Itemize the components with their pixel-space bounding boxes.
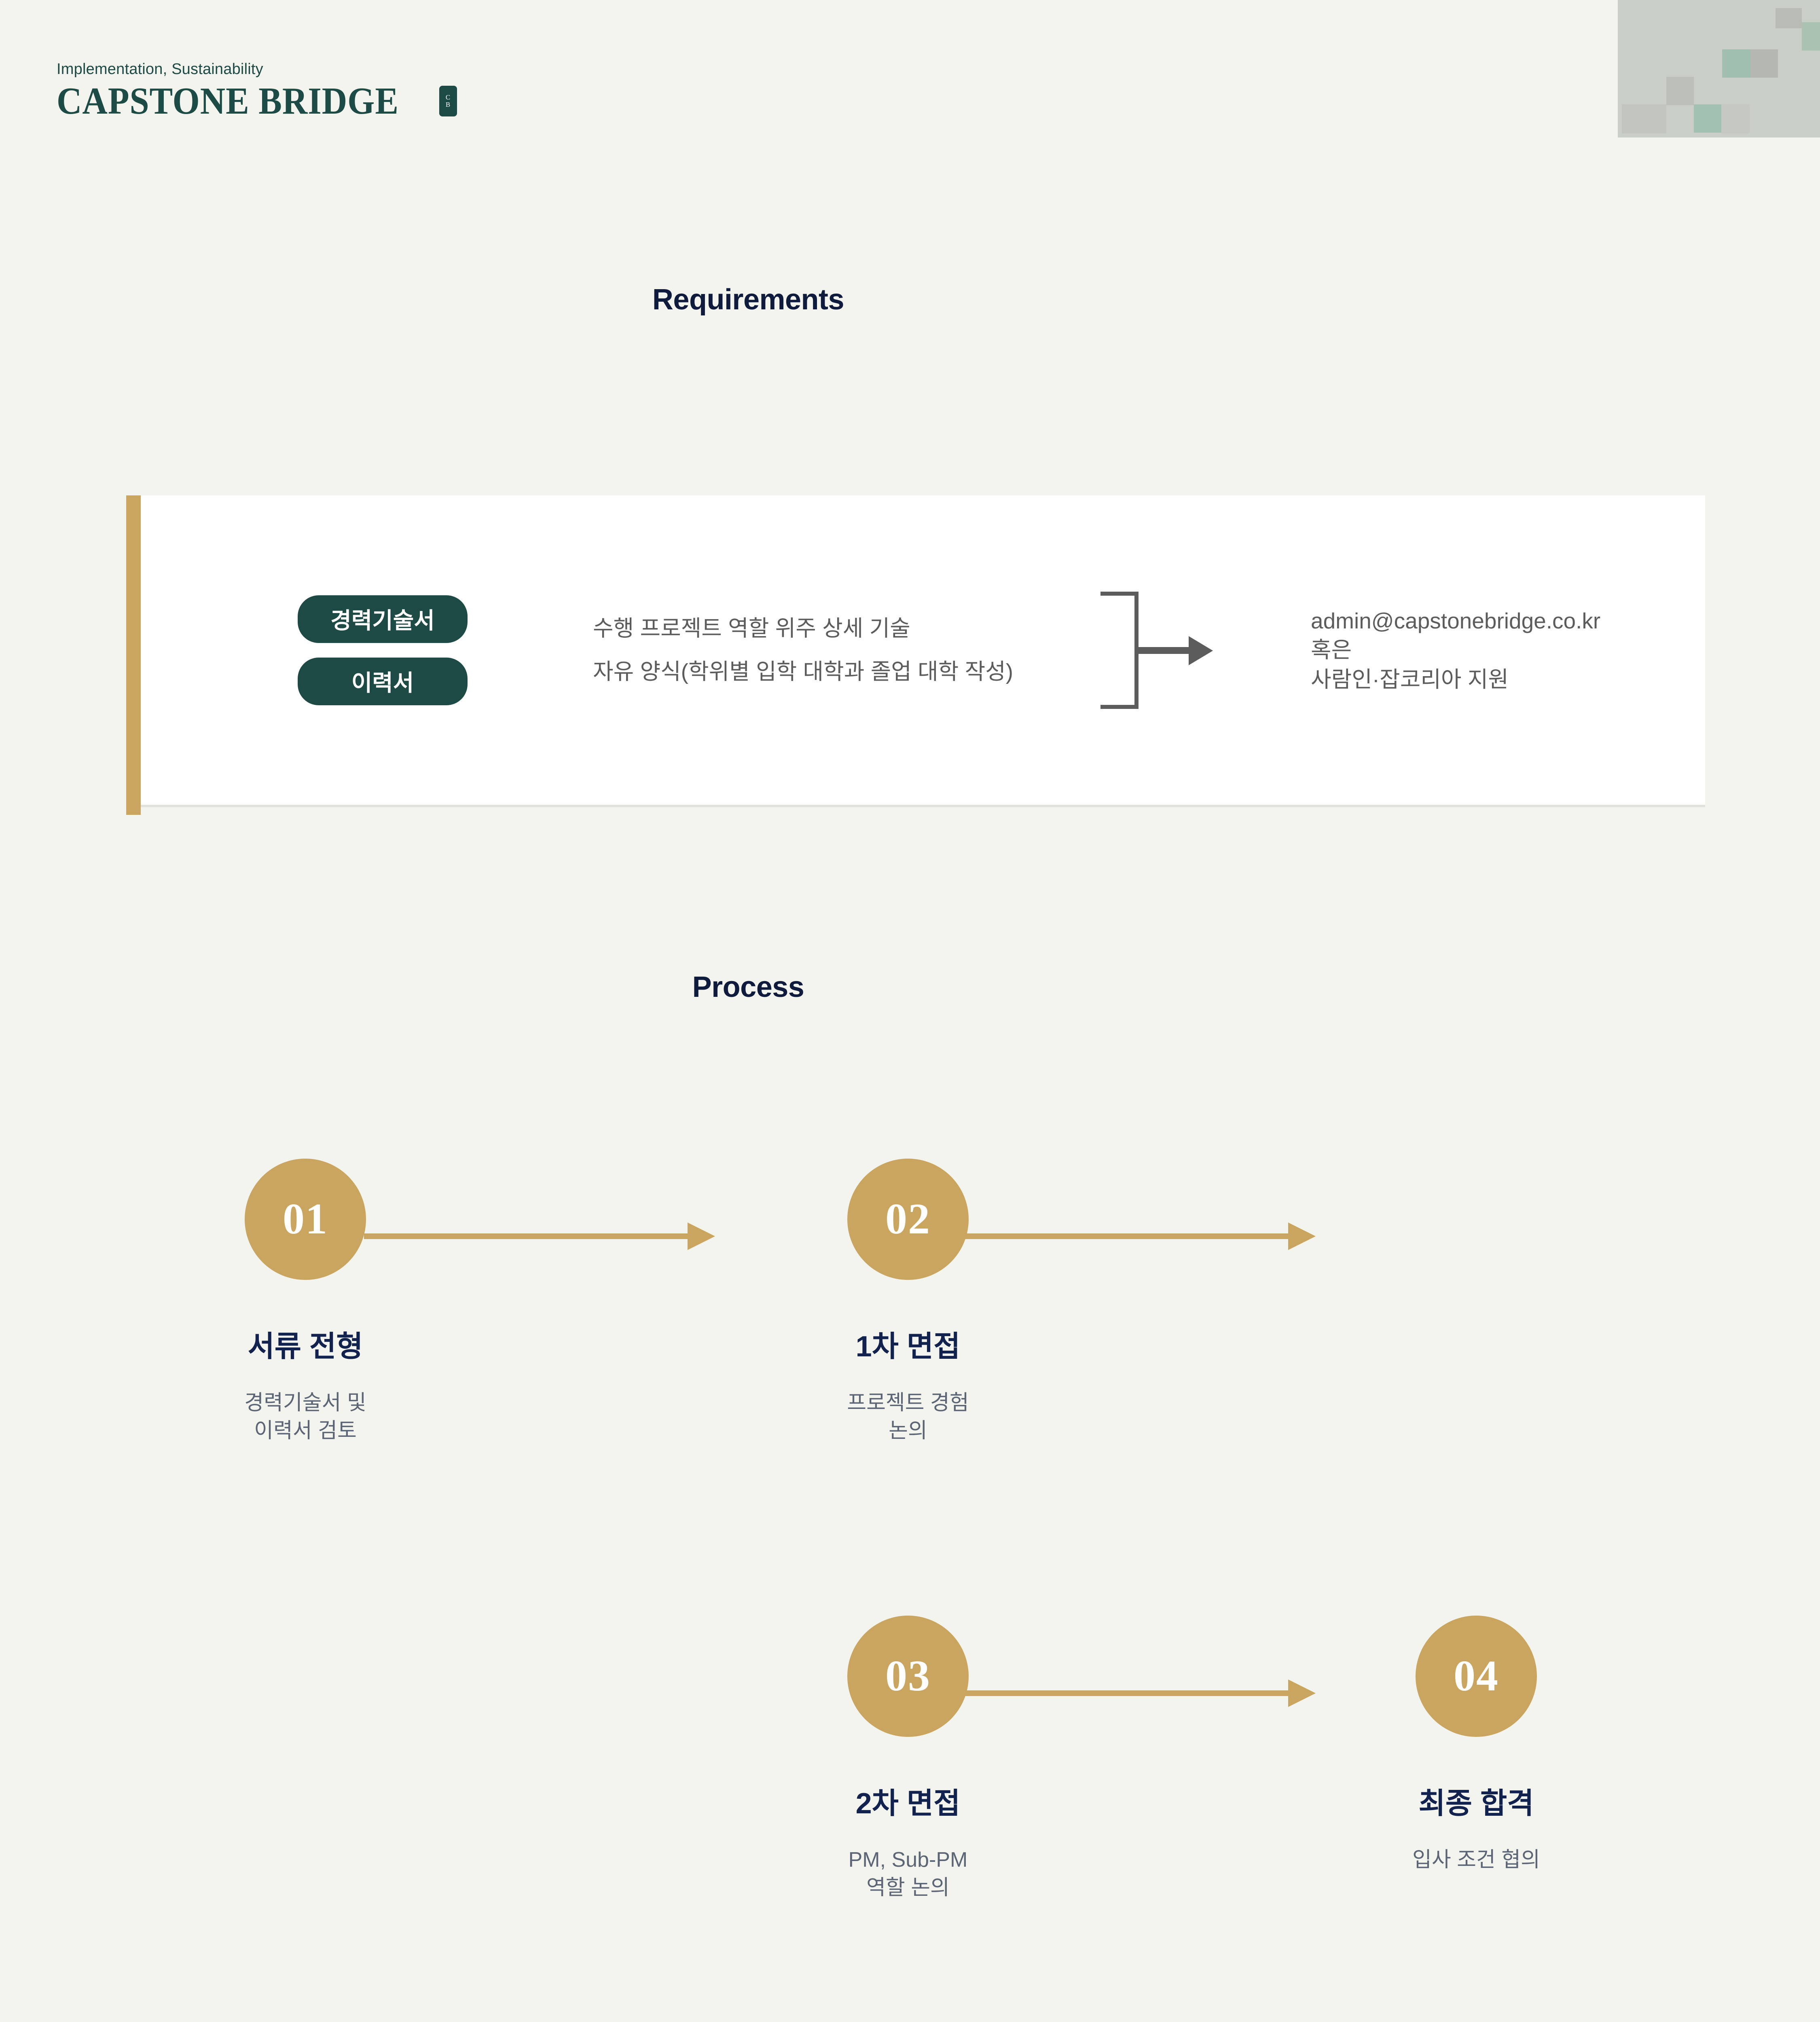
process-step-desc: 프로젝트 경험 논의 <box>847 1391 969 1442</box>
requirements-card-surface <box>136 495 1705 805</box>
process-step-number: 02 <box>847 1159 969 1280</box>
requirements-text-career: 수행 프로젝트 역할 위주 상세 기술 <box>593 615 910 641</box>
process-step-number: 04 <box>1416 1616 1537 1737</box>
requirements-pill-list: 경력기술서 이력서 <box>298 595 468 705</box>
process-step-desc: 경력기술서 및 이력서 검토 <box>244 1391 366 1442</box>
requirements-heading: Requirements <box>652 283 844 316</box>
brand-logo: Implementation, Sustainability CAPSTONE … <box>57 61 461 120</box>
requirements-text-list: 수행 프로젝트 역할 위주 상세 기술 자유 양식(학위별 입학 대학과 졸업 … <box>593 613 1111 687</box>
brand-wordmark: CAPSTONE BRIDGE <box>57 80 399 122</box>
requirements-text-resume: 자유 양식(학위별 입학 대학과 졸업 대학 작성) <box>593 659 1014 684</box>
submission-email: admin@capstonebridge.co.kr <box>1311 608 1601 633</box>
mosaic-tile <box>1750 49 1778 78</box>
process-step-title: 서류 전형 <box>248 1330 363 1363</box>
mosaic-tile <box>1694 104 1721 133</box>
process-step-desc: 입사 조건 협의 <box>1412 1848 1540 1872</box>
process-step-desc: PM, Sub-PM 역할 논의 <box>848 1848 968 1899</box>
process-step-number: 03 <box>847 1616 969 1737</box>
process-step-02: 02 1차 면접 프로젝트 경험 논의 <box>787 1159 1029 1445</box>
mosaic-tile <box>1666 77 1694 105</box>
mosaic-tile <box>1721 104 1750 133</box>
brand-mark-top: C <box>445 93 451 102</box>
brand-mark-bottom: B <box>445 101 451 108</box>
requirements-card: 경력기술서 이력서 수행 프로젝트 역할 위주 상세 기술 자유 양식(학위별 … <box>126 495 1706 815</box>
submission-alt-channels: 사람인·잡코리아 지원 <box>1311 666 1509 692</box>
brand-tagline: Implementation, Sustainability <box>57 61 263 78</box>
process-step-01: 01 서류 전형 경력기술서 및 이력서 검토 <box>184 1159 427 1445</box>
mosaic-tile <box>1622 104 1666 133</box>
mosaic-tile <box>1722 49 1750 78</box>
requirements-pill-career: 경력기술서 <box>298 595 468 643</box>
requirements-submission-target: admin@capstonebridge.co.kr 혹은 사람인·잡코리아 지… <box>1311 606 1600 694</box>
requirements-card-accent-bar <box>126 495 141 815</box>
submission-arrow-icon <box>1100 591 1222 709</box>
process-step-title: 최종 합격 <box>1418 1787 1534 1820</box>
submission-or: 혹은 <box>1311 637 1352 663</box>
requirements-pill-resume: 이력서 <box>298 657 468 705</box>
mosaic-tile <box>1802 22 1820 51</box>
process-heading: Process <box>692 971 804 1003</box>
process-step-title: 2차 면접 <box>855 1787 961 1820</box>
mosaic-tile <box>1776 8 1802 28</box>
process-step-04: 04 최종 합격 입사 조건 협의 <box>1355 1616 1598 1874</box>
mosaic-decoration <box>1618 0 1820 137</box>
process-step-title: 1차 면접 <box>855 1330 961 1363</box>
brand-mark-icon: C B <box>439 86 457 116</box>
process-step-number: 01 <box>245 1159 366 1280</box>
process-step-03: 03 2차 면접 PM, Sub-PM 역할 논의 <box>787 1616 1029 1901</box>
